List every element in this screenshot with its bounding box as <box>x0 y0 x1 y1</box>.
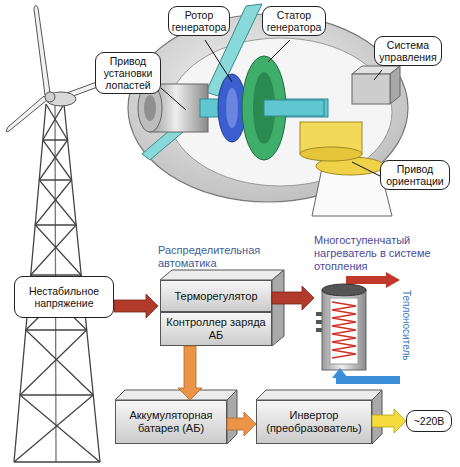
callout-box: Ротор генератора <box>168 6 230 36</box>
flow-arrow <box>178 346 202 400</box>
turbine-hub <box>45 92 55 102</box>
heater-chamber <box>330 298 358 364</box>
node-text: Привод ориентации <box>384 163 446 187</box>
block-side-face <box>272 270 284 346</box>
block-top-face <box>160 270 284 280</box>
block-faces <box>115 270 382 444</box>
yaw-drive <box>300 147 362 161</box>
callout-box: Статор генератора <box>262 6 326 36</box>
hub-cylinder <box>144 95 156 121</box>
heating-coil <box>332 302 356 358</box>
heater-cap <box>322 284 366 296</box>
process-box: Инвертор (преобразователь) <box>256 400 372 444</box>
leader-line <box>352 162 380 176</box>
callout-box: Система управления <box>374 36 442 66</box>
node-text: Статор генератора <box>266 9 322 33</box>
main-shaft <box>264 100 324 116</box>
source-box: Нестабильное напряжение <box>14 276 114 318</box>
turbine-blade <box>34 5 50 95</box>
block-top-face <box>115 390 237 400</box>
node-text: Ротор генератора <box>172 9 227 33</box>
control-box <box>352 74 390 104</box>
node-text: Привод установки лопастей <box>99 55 157 91</box>
heater-fin <box>316 320 322 324</box>
output-box: ~220В <box>406 410 452 432</box>
node-text: Система управления <box>378 39 438 63</box>
flow-arrow <box>272 286 314 310</box>
heater-node: Многоступенчатый нагреватель в системе о… <box>314 234 458 384</box>
turbine-nacelle <box>46 92 76 106</box>
flow-arrow <box>227 412 256 436</box>
leader-line <box>205 40 232 82</box>
heater-fin <box>316 328 322 332</box>
node-text: Аккумуляторная батарея (АБ) <box>119 409 223 434</box>
heater-body <box>322 290 366 370</box>
leader-line <box>161 88 186 110</box>
node-text: Распределительная автоматика <box>158 244 308 270</box>
node-text: Многоступенчатый нагреватель в системе о… <box>314 234 458 274</box>
leader-line <box>268 40 290 62</box>
turbine-blade <box>6 96 47 132</box>
nacelle-shell <box>128 14 408 202</box>
leader-line <box>374 70 382 80</box>
process-box: Аккумуляторная батарея (АБ) <box>115 400 227 444</box>
leader-lines <box>161 40 382 176</box>
cold-pipe-head <box>332 368 348 378</box>
flow-arrow <box>372 409 406 433</box>
node-text: Нестабильное напряжение <box>18 285 110 309</box>
block-top-face <box>256 390 382 400</box>
block-side-face <box>372 390 382 444</box>
generator-rotor <box>226 88 238 128</box>
hot-pipe-head <box>386 272 400 288</box>
process-box: Контроллер заряда АБ <box>160 312 272 346</box>
control-box <box>390 66 400 104</box>
node-text: Инвертор (преобразователь) <box>260 409 368 434</box>
automation-group: Распределительная автоматикаТерморегулят… <box>158 244 308 350</box>
callout-box: Привод ориентации <box>380 160 450 190</box>
node-text: Терморегулятор <box>174 290 257 303</box>
node-text: Контроллер заряда АБ <box>164 316 268 341</box>
heater-fin <box>316 312 322 316</box>
flow-arrow <box>114 294 158 318</box>
callout-box: Привод установки лопастей <box>95 52 161 94</box>
heater-illustration <box>316 272 400 380</box>
cold-pipe <box>340 374 400 380</box>
nacelle-interior <box>168 38 392 186</box>
block-side-face <box>227 390 237 444</box>
process-box: Терморегулятор <box>160 280 272 312</box>
medium-label: Теплоноситель <box>401 290 412 360</box>
nacelle-cutaway <box>128 4 408 216</box>
node-text: ~220В <box>414 415 445 427</box>
